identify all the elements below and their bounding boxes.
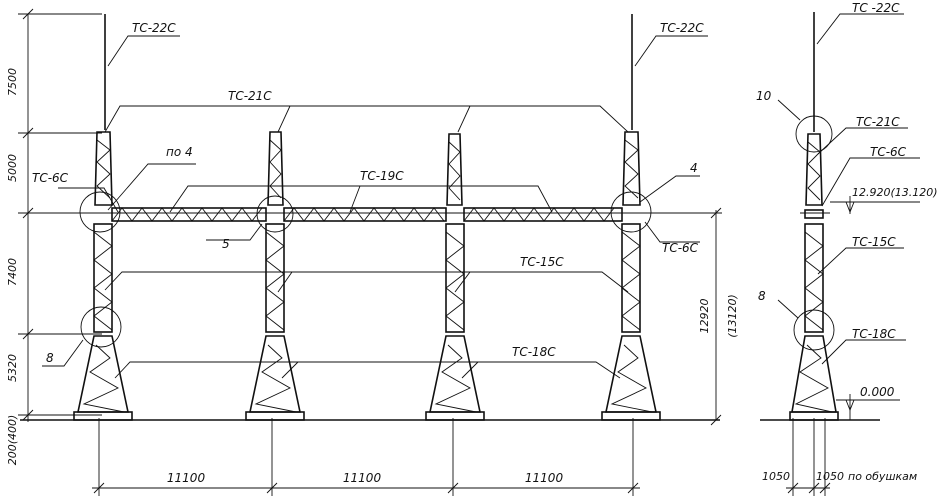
detail-circle-10 [795,115,833,153]
label-tc15c: TC-15C [520,255,564,269]
label-callout-4: 4 [690,161,698,175]
label-tc19c: TC-19C [360,169,404,183]
post-column-3 [425,133,485,421]
side-bottom-dimension [786,418,831,496]
label-callout-10: 10 [756,89,772,103]
label-tc18c: TC-18C [512,345,556,359]
dim-7500: 7500 [6,68,19,96]
side-leader-lines [777,13,920,401]
label-tc22c-right: TC-22C [660,21,704,35]
label-tc18c-side: TC-18C [852,327,896,341]
span-2: 11100 [343,471,382,485]
dim-side-note: по обушкам [848,470,917,483]
detail-circle-8-side [793,309,835,351]
label-tc21c: TC-21C [228,89,272,103]
label-tc15c-side: TC-15C [852,235,896,249]
label-tc6c-right: TC-6C [662,241,699,255]
label-tc22c-left: TC-22C [132,21,176,35]
dim-200-400: 200(400) [6,415,19,466]
leader-lines [42,35,708,379]
dim-5000: 5000 [6,154,19,182]
detail-circle-8 [80,306,122,348]
truss-beams [60,207,700,222]
detail-circle-5 [256,195,294,233]
dim-7400: 7400 [6,258,19,286]
post-column-1 [73,14,133,421]
bottom-dimension-chain [92,418,640,496]
span-3: 11100 [525,471,564,485]
detail-circle-4 [610,191,652,233]
label-level-top: 12.920(13.120) [852,186,938,199]
label-tc21c-side: TC-21C [856,115,900,129]
dim-13120: (13120) [726,294,739,338]
dim-12920: 12920 [698,299,711,334]
label-callout-8: 8 [46,351,54,365]
label-tc6c-side: TC-6C [870,145,907,159]
label-callout-5: 5 [222,237,230,251]
detail-circle-left-node [79,191,121,233]
label-callout-8-side: 8 [758,289,766,303]
label-tc22c-side: TC -22C [852,1,900,15]
dim-side-right: 1050 [816,470,844,483]
label-level-zero: 0.000 [860,385,895,399]
post-column-4 [601,14,661,421]
side-view-post [789,12,839,421]
dim-side-left: 1050 [762,470,790,483]
label-tc6c-left: TC-6C [32,171,69,185]
dim-5320: 5320 [6,354,19,382]
label-po4: по 4 [166,145,193,159]
span-1: 11100 [167,471,206,485]
post-column-2 [245,131,305,421]
